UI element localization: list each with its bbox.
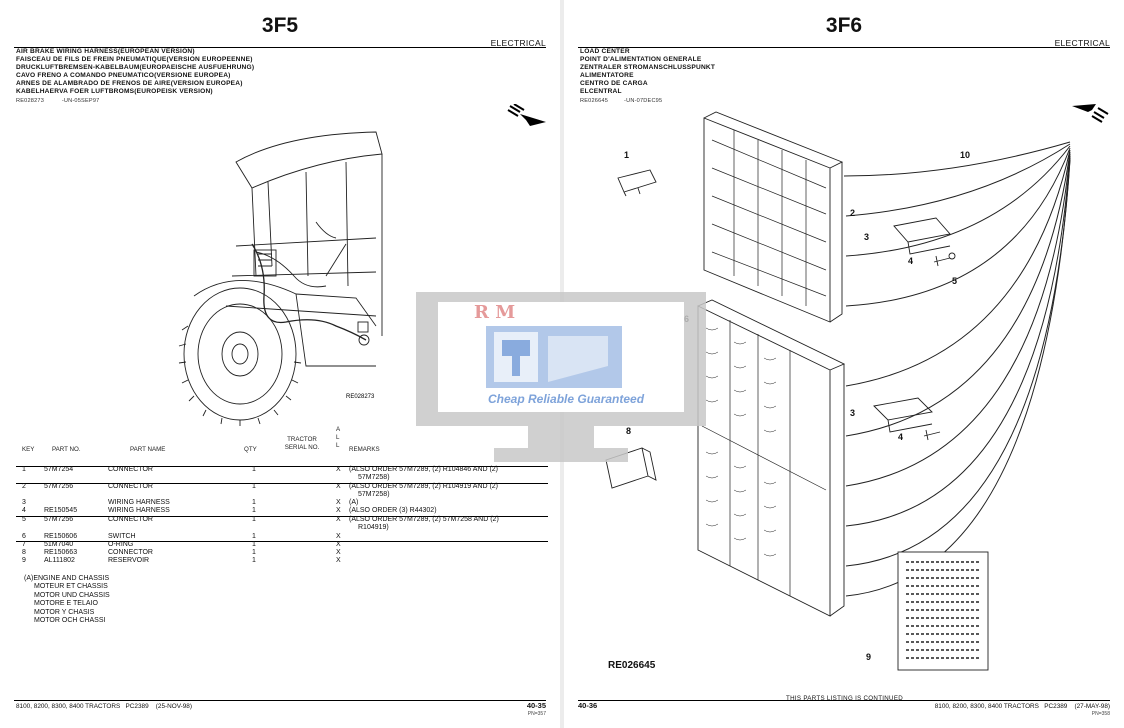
section-code: 3F6 <box>825 14 863 37</box>
callout-1: 1 <box>624 150 630 160</box>
title-it: CAVO FRENO A COMANDO PNEUMATICO(VERSIONE… <box>16 72 231 80</box>
callout-4b: 4 <box>898 432 904 442</box>
page-number: 40-36 <box>578 701 598 710</box>
monitor-logo-icon <box>416 292 706 462</box>
table-row-cont: R104919) <box>358 524 389 531</box>
page-sub: PN=358 <box>1091 711 1110 717</box>
tractor-harness-illustration: RE028273 <box>178 131 383 426</box>
col-part-name: PART NAME <box>130 446 166 453</box>
reference-line: RE026645-UN-07DEC95 <box>580 97 663 104</box>
header-rule <box>14 47 546 48</box>
callout-4: 4 <box>908 256 914 266</box>
title-es: ARNES DE ALAMBRADO DE FRENOS DE AIRE(VER… <box>16 80 243 88</box>
section-code: 3F5 <box>261 14 299 37</box>
part-group-titles: AIR BRAKE WIRING HARNESS(EUROPEAN VERSIO… <box>16 48 254 105</box>
left-page: 3F5 ELECTRICAL AIR BRAKE WIRING HARNESS(… <box>0 0 560 728</box>
orientation-arrow-icon <box>1072 104 1109 123</box>
footer-rule <box>578 700 1110 701</box>
section-label: ELECTRICAL <box>490 38 546 48</box>
page-number: 40-35 <box>526 701 546 710</box>
col-all: A L L <box>336 426 340 449</box>
illustration-label: RE026645 <box>608 660 656 671</box>
callout-2: 2 <box>850 208 856 218</box>
section-label: ELECTRICAL <box>1054 38 1110 48</box>
reference-code: RE028273 <box>16 97 45 104</box>
footer-info: 8100, 8200, 8300, 8400 TRACTORS PC2389 (… <box>16 703 192 710</box>
title-de: DRUCKLUFTBREMSEN-KABELBAUM(EUROPAEISCHE … <box>16 64 255 72</box>
table-row-cont: 57M7258) <box>358 491 390 498</box>
title-sv: KABELHAERVA FOER LUFTBROMS(EUROPEISK VER… <box>16 88 213 96</box>
callout-9: 9 <box>866 652 872 662</box>
illustration-label: RE028273 <box>346 394 375 400</box>
callout-8: 8 <box>626 426 632 436</box>
footer-info: 8100, 8200, 8300, 8400 TRACTORS PC2389 (… <box>934 703 1110 710</box>
table-header-rule <box>16 466 548 467</box>
page-sub: PN=357 <box>527 711 546 717</box>
col-remarks: REMARKS <box>349 446 380 453</box>
reference-date: -UN-05SEP97 <box>61 97 100 104</box>
watermark: R M Cheap Reliable Guaranteed <box>416 292 706 472</box>
table-row-cont: 57M7258) <box>358 474 390 481</box>
orientation-arrow-icon <box>507 104 546 126</box>
reference-line: RE028273 -UN-05SEP97 <box>16 97 254 105</box>
callout-3b: 3 <box>850 408 856 418</box>
load-center-illustration <box>605 111 1071 671</box>
col-part-no: PART NO. <box>52 446 81 453</box>
col-qty: QTY <box>244 446 257 453</box>
title-fr: FAISCEAU DE FILS DE FREIN PNEUMATIQUE(VE… <box>16 56 253 64</box>
callout-3: 3 <box>864 232 870 242</box>
col-key: KEY <box>22 446 35 453</box>
right-page: 3F6 ELECTRICAL LOAD CENTER POINT D'ALIME… <box>564 0 1124 728</box>
header-rule <box>578 47 1110 48</box>
footnote: (A)ENGINE AND CHASSIS MOTEUR ET CHASSIS … <box>24 575 110 625</box>
continued-note: THIS PARTS LISTING IS CONTINUED <box>786 695 904 702</box>
part-group-titles: LOAD CENTER POINT D'ALIMENTATION GENERAL… <box>580 48 716 104</box>
watermark-letters: R M <box>474 302 516 323</box>
callout-10: 10 <box>960 150 971 160</box>
footer-rule <box>14 700 546 701</box>
title-en: AIR BRAKE WIRING HARNESS(EUROPEAN VERSIO… <box>16 48 195 55</box>
col-tractor-serial: TRACTOR SERIAL NO. <box>284 436 320 451</box>
callout-5: 5 <box>952 276 958 286</box>
watermark-slogan: Cheap Reliable Guaranteed <box>488 392 645 406</box>
